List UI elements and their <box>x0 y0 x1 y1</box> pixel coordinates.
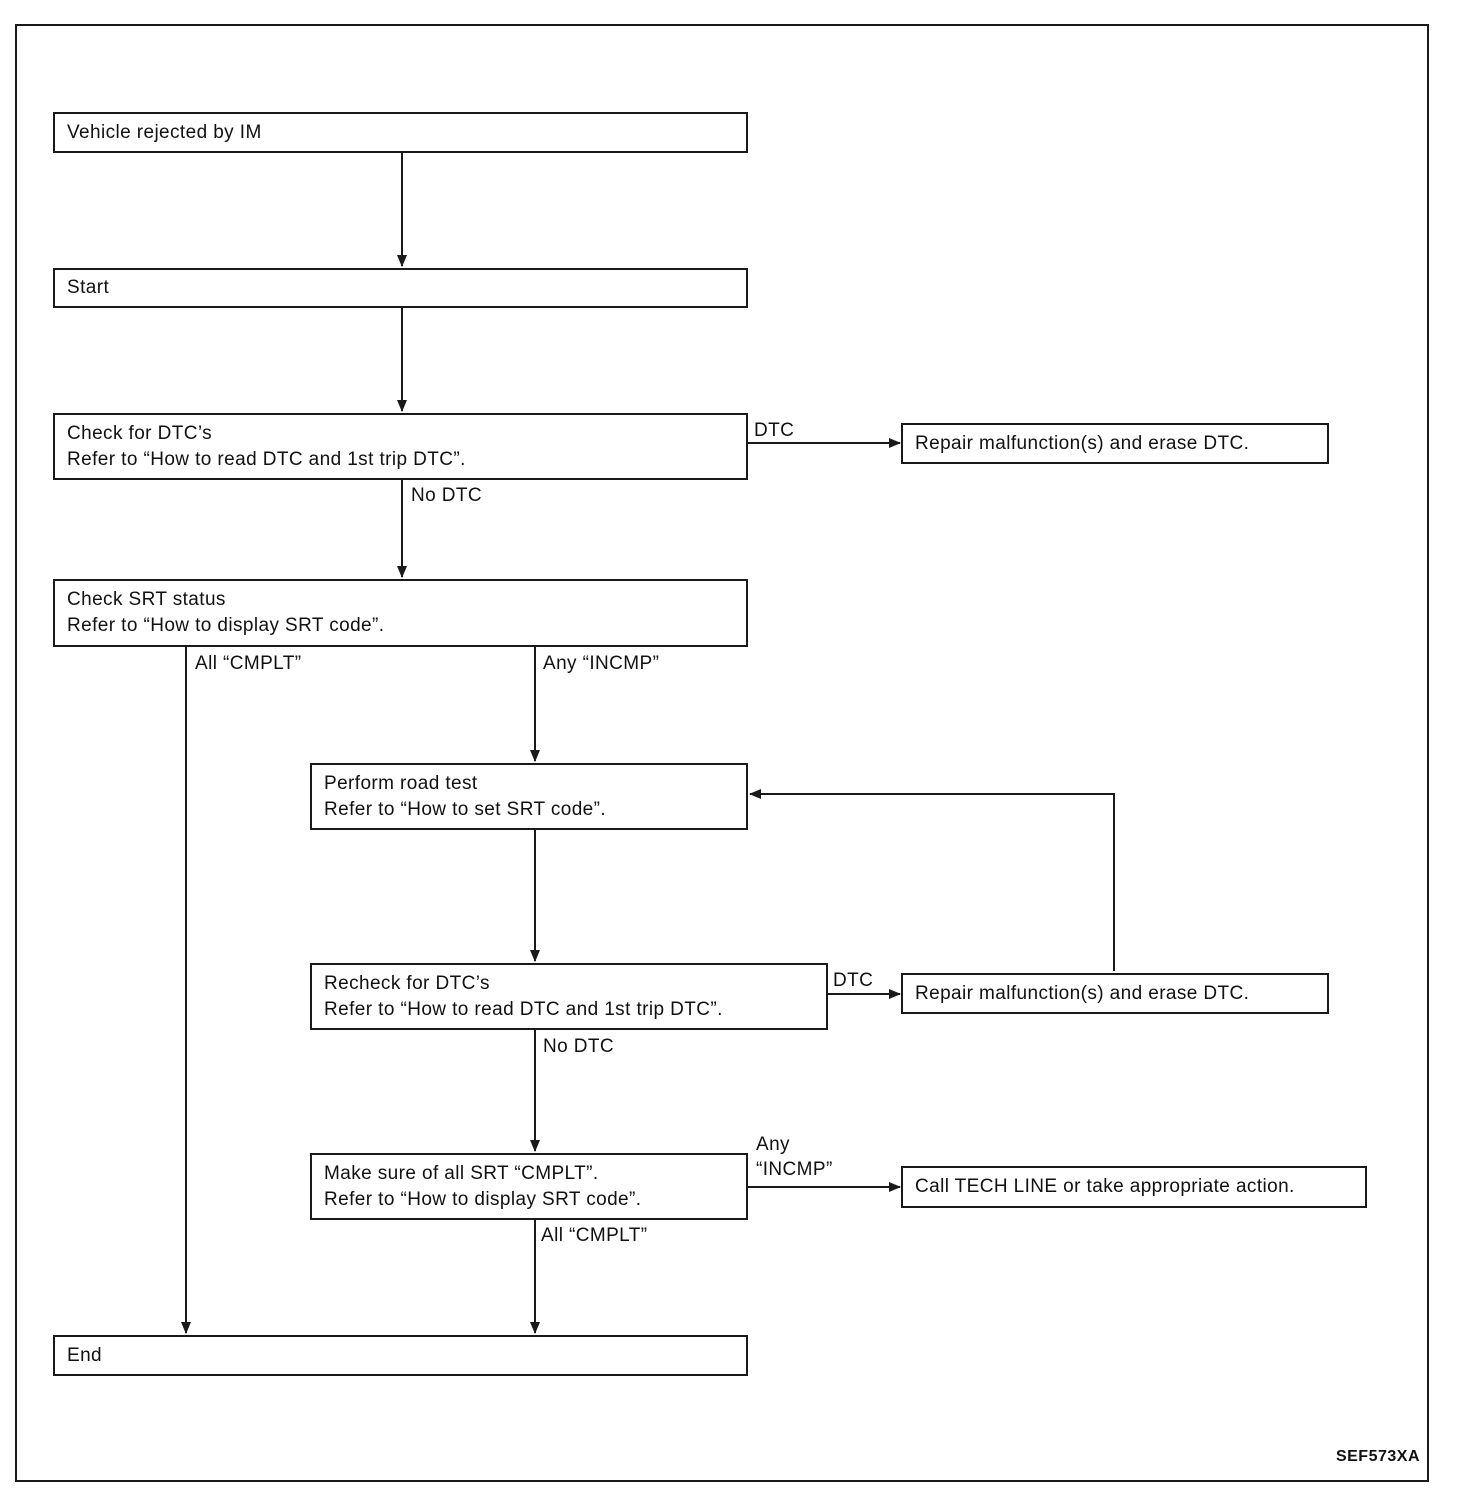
edge-label-all-cmplt-1: All “CMPLT” <box>195 653 302 674</box>
box-call-tech-line: Call TECH LINE or take appropriate actio… <box>901 1166 1367 1208</box>
box-repair-1-text: Repair malfunction(s) and erase DTC. <box>915 432 1250 454</box>
box-vehicle-rejected-text: Vehicle rejected by IM <box>67 121 262 143</box>
box-check-dtc-line-1: Check for DTC’s <box>67 422 213 444</box>
box-road-test: Perform road test Refer to “How to set S… <box>310 763 748 830</box>
box-make-sure-srt-line-1: Make sure of all SRT “CMPLT”. <box>324 1162 599 1184</box>
box-end: End <box>53 1335 748 1376</box>
box-check-dtc: Check for DTC’s Refer to “How to read DT… <box>53 413 748 480</box>
edge-label-any-incmp-1: Any “INCMP” <box>543 653 660 674</box>
box-make-sure-srt: Make sure of all SRT “CMPLT”. Refer to “… <box>310 1153 748 1220</box>
box-check-srt-line-2: Refer to “How to display SRT code”. <box>67 615 385 636</box>
arrow-repair-loop-to-road-test <box>749 789 1115 971</box>
diagram-frame <box>15 24 1429 1482</box>
edge-label-any-incmp-2-line-2: “INCMP” <box>756 1159 833 1180</box>
edge-label-no-dtc-1: No DTC <box>411 485 483 506</box>
box-repair-2: Repair malfunction(s) and erase DTC. <box>901 973 1329 1014</box>
box-check-srt: Check SRT status Refer to “How to displa… <box>53 579 748 647</box>
box-recheck-dtc: Recheck for DTC’s Refer to “How to read … <box>310 963 828 1030</box>
edge-label-dtc-1: DTC <box>754 420 795 441</box>
box-recheck-dtc-line-1: Recheck for DTC’s <box>324 972 490 994</box>
box-make-sure-srt-line-2: Refer to “How to display SRT code”. <box>324 1188 642 1210</box>
edge-label-all-cmplt-2: All “CMPLT” <box>541 1225 648 1246</box>
box-call-tech-line-text: Call TECH LINE or take appropriate actio… <box>915 1176 1295 1197</box>
figure-code: SEF573XA <box>1335 1448 1420 1465</box>
box-road-test-line-2: Refer to “How to set SRT code”. <box>324 798 607 820</box>
box-check-srt-line-1: Check SRT status <box>67 589 226 610</box>
box-end-text: End <box>67 1344 103 1366</box>
edge-label-dtc-2: DTC <box>833 970 874 991</box>
box-recheck-dtc-line-2: Refer to “How to read DTC and 1st trip D… <box>324 998 723 1020</box>
box-start: Start <box>53 268 748 308</box>
edge-label-no-dtc-2: No DTC <box>543 1036 615 1057</box>
edge-label-any-incmp-2-line-1: Any <box>756 1134 790 1155</box>
box-start-text: Start <box>67 277 110 298</box>
box-repair-2-text: Repair malfunction(s) and erase DTC. <box>915 982 1250 1004</box>
box-road-test-line-1: Perform road test <box>324 772 478 794</box>
box-check-dtc-line-2: Refer to “How to read DTC and 1st trip D… <box>67 448 466 470</box>
box-repair-1: Repair malfunction(s) and erase DTC. <box>901 423 1329 464</box>
box-vehicle-rejected: Vehicle rejected by IM <box>53 112 748 153</box>
